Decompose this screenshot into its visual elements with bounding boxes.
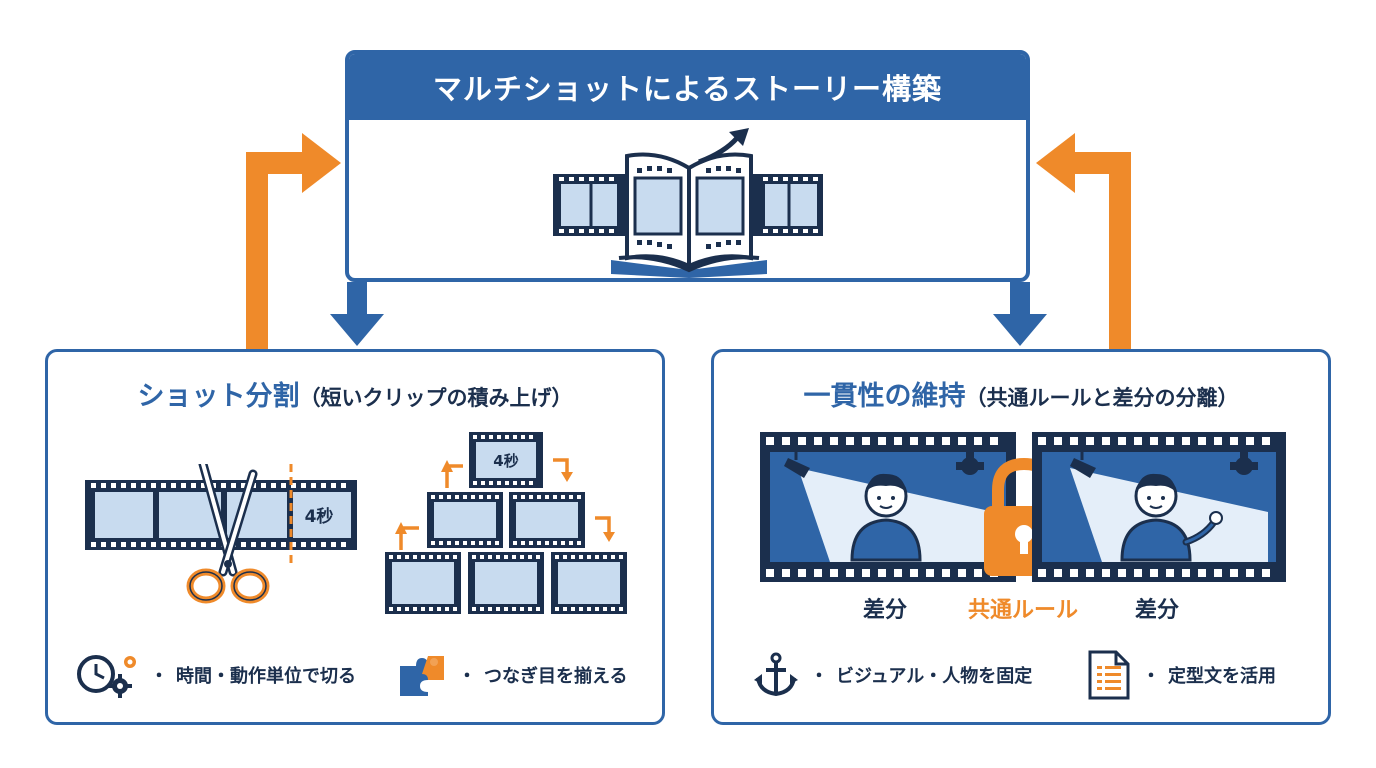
consistency-panel: 一貫性の維持（共通ルールと差分の分離） xyxy=(711,349,1331,725)
clip-bottom-left xyxy=(385,552,461,614)
clip-bottom-right xyxy=(551,552,627,614)
document-icon xyxy=(1088,650,1130,700)
person-waving-icon xyxy=(1120,473,1223,562)
shot-split-panel: ショット分割（短いクリップの積み上げ） 4秒 xyxy=(45,349,665,725)
clip-top: 4秒 xyxy=(469,432,543,488)
clip-middle-right xyxy=(509,492,585,548)
scissor-clip-label: 4秒 xyxy=(305,506,334,527)
stage-light-icon xyxy=(956,452,984,475)
stacked-clips-illustration: 4秒 xyxy=(385,432,627,614)
spotlight-icon xyxy=(1070,452,1096,478)
left-variant-frame xyxy=(760,432,1016,582)
feature-fix-visuals-text: ビジュアル・人物を固定 xyxy=(836,666,1033,687)
consistency-title: 一貫性の維持 xyxy=(803,381,966,412)
clip-bottom-center xyxy=(468,552,544,614)
common-rule-label: 共通ルール xyxy=(967,598,1078,623)
scissors-icon xyxy=(186,464,270,604)
right-feedback-arrow xyxy=(1036,133,1131,350)
feature-use-templates-text: 定型文を活用 xyxy=(1168,666,1276,687)
stage-light-icon xyxy=(1230,452,1258,475)
open-book xyxy=(611,152,767,278)
person-icon xyxy=(850,473,922,562)
feature-time-unit: ・ 時間・動作単位で切る xyxy=(76,652,356,698)
right-split-arrow xyxy=(993,282,1047,346)
growth-arrow-icon xyxy=(698,128,749,165)
consistency-frames-illustration xyxy=(760,432,1286,582)
feature-time-unit-text: 時間・動作単位で切る xyxy=(176,666,356,687)
consistency-subtitle: （共通ルールと差分の分離） xyxy=(965,386,1239,410)
story-building-box: マルチショットによるストーリー構築 xyxy=(345,50,1030,282)
puzzle-icon xyxy=(400,656,444,696)
left-split-arrow xyxy=(330,282,384,346)
stack-arrowheads xyxy=(395,460,615,542)
film-cut-illustration: 4秒 xyxy=(85,464,357,604)
consistency-heading: 一貫性の維持（共通ルールと差分の分離） xyxy=(714,374,1328,413)
clock-gear-icon xyxy=(77,655,136,698)
right-diff-label: 差分 xyxy=(1134,598,1179,623)
feature-align-seams-text: つなぎ目を揃える xyxy=(484,666,628,687)
anchor-icon xyxy=(754,652,798,697)
feature-align-seams: ・ つなぎ目を揃える xyxy=(398,652,627,698)
spotlight-icon xyxy=(784,452,810,478)
left-diff-label: 差分 xyxy=(862,598,907,623)
shot-split-subtitle: （短いクリップの積み上げ） xyxy=(299,386,573,410)
clip-middle-left xyxy=(427,492,503,548)
stack-clip-label: 4秒 xyxy=(493,452,518,470)
story-building-title: マルチショットによるストーリー構築 xyxy=(349,54,1026,120)
shot-split-title: ショット分割 xyxy=(137,381,300,412)
feature-use-templates: ・ 定型文を活用 xyxy=(1086,650,1276,700)
right-variant-frame xyxy=(1032,432,1286,582)
left-feedback-arrow xyxy=(246,133,341,350)
film-book-icon xyxy=(553,128,823,278)
shot-split-heading: ショット分割（短いクリップの積み上げ） xyxy=(48,374,662,413)
feature-fix-visuals: ・ ビジュアル・人物を固定 xyxy=(752,652,1032,698)
